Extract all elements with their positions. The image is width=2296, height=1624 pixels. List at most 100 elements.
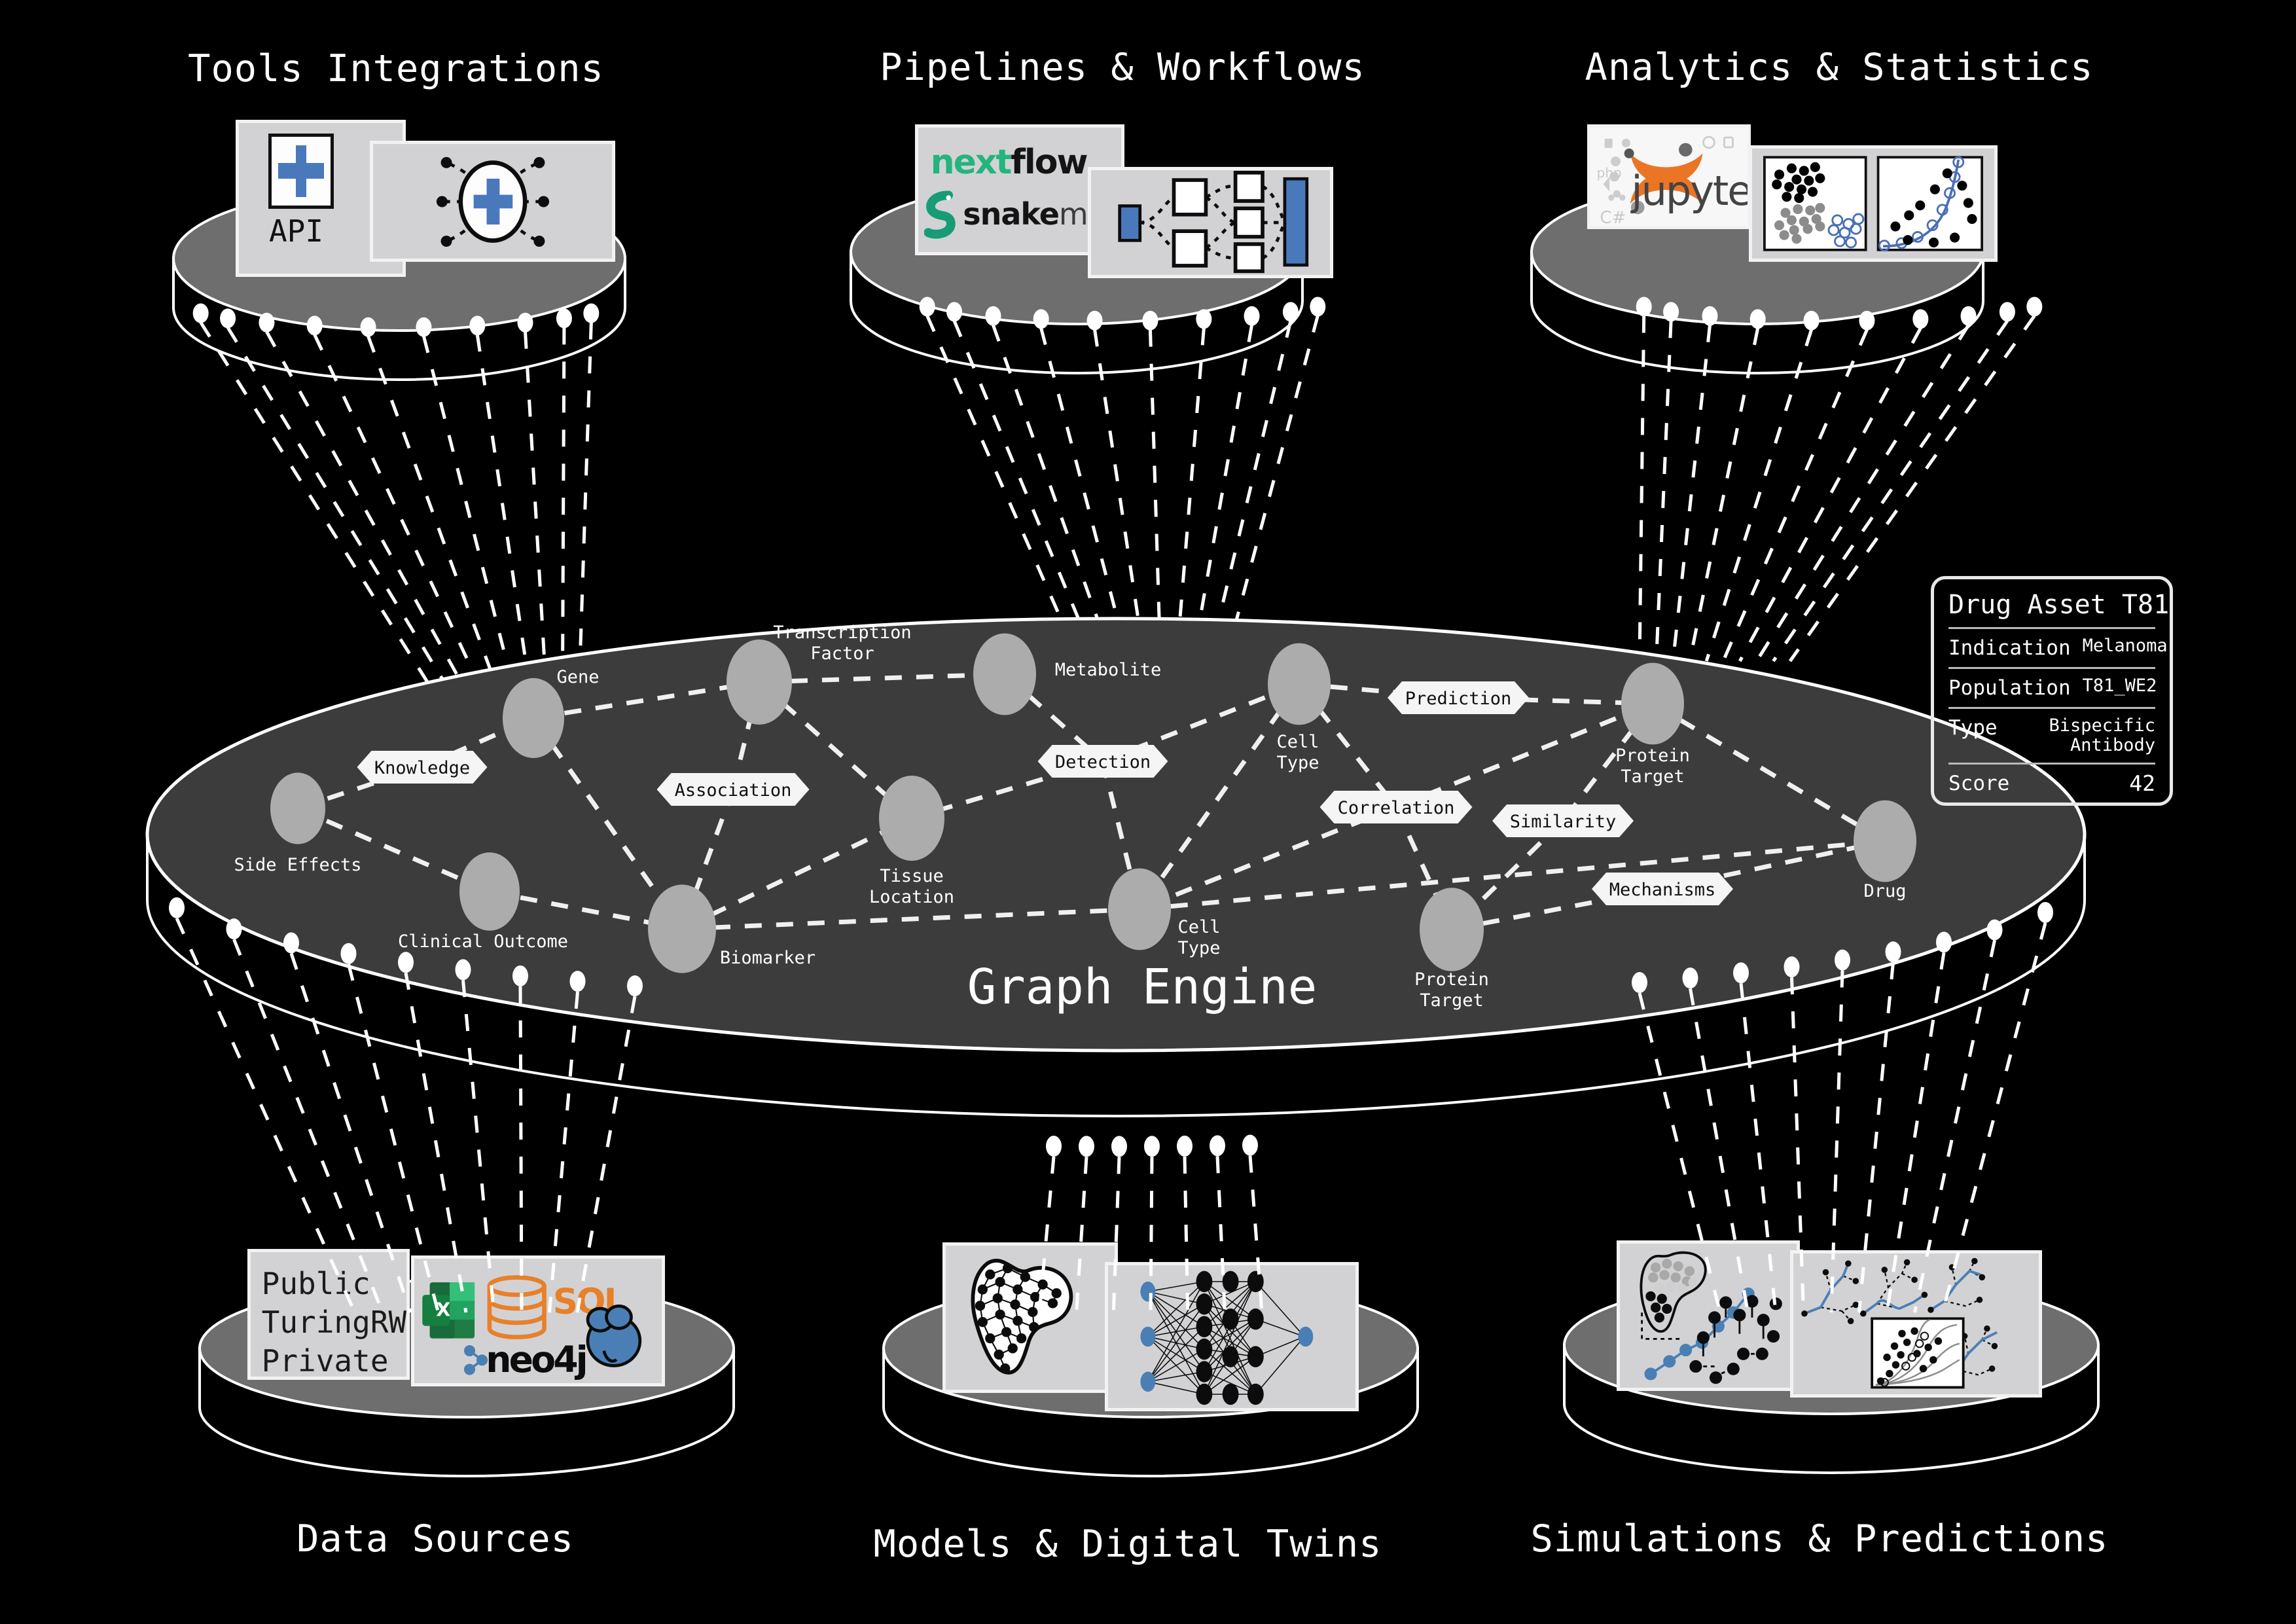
- stream-dot: [1079, 1136, 1094, 1157]
- stream-dot: [1310, 297, 1326, 317]
- csharp-icon: C#: [1600, 208, 1626, 228]
- graph-node-side-effects[interactable]: Side Effects: [234, 772, 362, 875]
- node-shape: [1621, 662, 1684, 745]
- node-label: Drug: [1863, 881, 1906, 901]
- graph-edge: [681, 816, 913, 931]
- stream-dot: [1244, 306, 1260, 326]
- stream-line: [1689, 988, 1749, 1313]
- stream-dot: [1142, 310, 1158, 331]
- stream-dot: [517, 312, 533, 333]
- stream-line: [289, 952, 412, 1313]
- stream-line: [1857, 962, 1895, 1313]
- stream-dot: [556, 308, 572, 329]
- api-label: API: [268, 213, 324, 249]
- graph-edge: [531, 716, 684, 931]
- graph-relation-mechanisms[interactable]: Mechanisms: [1592, 873, 1733, 905]
- stream-dot: [2026, 297, 2043, 317]
- stream-line: [518, 986, 524, 1313]
- node-label: Clinical Outcome: [398, 931, 568, 952]
- api-plus-icon: [268, 134, 334, 209]
- stream-line: [1704, 329, 1813, 662]
- stream-dot: [1632, 972, 1647, 994]
- stream-dot: [569, 971, 586, 992]
- top-stream-dots: [192, 297, 2043, 337]
- stream-line: [1913, 940, 1996, 1313]
- graph-edge: [1651, 701, 1886, 844]
- graph-node-drug[interactable]: Drug: [1854, 800, 1916, 901]
- graph-relation-prediction[interactable]: Prediction: [1388, 681, 1529, 714]
- info-card-value: Melanoma: [2082, 636, 2168, 656]
- card-integration-hub: [370, 141, 615, 262]
- stream-line: [1225, 315, 1319, 655]
- platform-title-pipelines-workflows: Pipelines & Workflows: [880, 46, 1365, 89]
- card-statistics-plots: [1749, 145, 1998, 262]
- stream-line: [1638, 316, 1646, 662]
- stream-dot: [919, 297, 935, 317]
- stream-line: [1655, 321, 1673, 662]
- relation-shape: [656, 773, 810, 806]
- node-label: Side Effects: [234, 855, 361, 875]
- stream-line: [1688, 327, 1760, 662]
- relation-label: Prediction: [1405, 689, 1512, 709]
- stream-line: [1037, 1156, 1056, 1313]
- relation-shape: [1319, 791, 1473, 823]
- graph-edge: [1297, 682, 1398, 809]
- stream-dot: [1196, 309, 1212, 329]
- info-card-key: Score: [1948, 772, 2010, 796]
- info-card-divider: [1948, 627, 2155, 629]
- stream-line: [175, 917, 357, 1314]
- graph-node-biomarker[interactable]: Biomarker: [648, 884, 816, 973]
- platform-title-data-sources: Data Sources: [296, 1517, 574, 1561]
- stream-dot: [1885, 941, 1901, 963]
- stream-dot: [1912, 309, 1929, 329]
- stream-line: [226, 327, 447, 685]
- info-card-key: Type: [1948, 716, 1998, 740]
- stream-dot: [1282, 302, 1299, 322]
- stream-line: [1248, 1155, 1264, 1313]
- info-card-row: Score 42: [1948, 772, 2155, 796]
- graph-edge: [1395, 701, 1654, 810]
- node-shape: [270, 772, 325, 844]
- graph-edge: [296, 806, 491, 894]
- graph-relation-knowledge[interactable]: Knowledge: [357, 751, 488, 784]
- info-card-title: Drug Asset T81: [1948, 590, 2170, 620]
- stream-line: [1788, 315, 2036, 662]
- graph-relation-similarity[interactable]: Similarity: [1492, 804, 1634, 837]
- svg-text:neo4j: neo4j: [486, 1339, 586, 1380]
- graph-relation-detection[interactable]: Detection: [1037, 745, 1168, 778]
- stream-dot: [455, 959, 471, 981]
- stream-dot: [1111, 1136, 1127, 1157]
- relation-label: Correlation: [1338, 798, 1455, 818]
- bottom-stream-dots: [169, 897, 2053, 1157]
- graph-node-metabolite[interactable]: Metabolite: [973, 633, 1161, 715]
- graph-node-clinical-outcome[interactable]: Clinical Outcome: [398, 852, 568, 952]
- info-card-key: Indication: [1948, 636, 2071, 660]
- graph-edge: [1393, 806, 1454, 931]
- stream-dot: [1733, 962, 1749, 984]
- info-card-value: 42: [2129, 770, 2155, 797]
- graph-relation-correlation[interactable]: Correlation: [1319, 791, 1473, 823]
- stream-line: [524, 331, 548, 685]
- node-shape: [726, 640, 792, 725]
- graph-node-gene[interactable]: Gene: [503, 667, 600, 759]
- node-shape: [1108, 868, 1171, 950]
- node-label: Biomarker: [720, 948, 816, 968]
- platform-title-tools-integrations: Tools Integrations: [188, 47, 604, 90]
- stream-dot: [1702, 306, 1718, 326]
- svg-text:X: X: [436, 1299, 450, 1320]
- graph-relation-association[interactable]: Association: [656, 773, 810, 806]
- stream-dot: [398, 952, 414, 973]
